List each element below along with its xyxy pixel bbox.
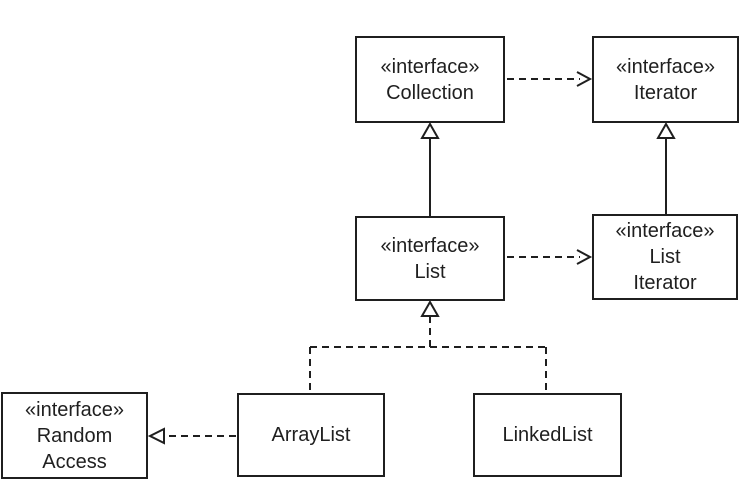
hollow-triangle-icon — [147, 427, 165, 445]
class-box-linkedlist: LinkedList — [473, 393, 622, 477]
class-name-label: ArrayList — [271, 424, 351, 446]
class-name-label: List — [414, 260, 446, 283]
realization-arraylist-to-randomaccess — [147, 427, 236, 445]
stereotype-label: «interface» — [380, 55, 480, 78]
class-name-label: Iterator — [633, 81, 698, 104]
realization-arraylist-linkedlist-to-list — [309, 299, 547, 392]
hollow-triangle-icon — [420, 121, 440, 139]
hollow-triangle-icon — [420, 299, 440, 317]
class-box-listiterator: «interface» List Iterator — [592, 214, 738, 300]
class-name-label: List — [649, 246, 681, 268]
dependency-list-to-listiterator — [507, 249, 593, 265]
class-name-label: Random — [36, 424, 113, 447]
hollow-triangle-icon — [656, 121, 676, 139]
class-box-arraylist: ArrayList — [237, 393, 385, 477]
class-box-collection: «interface» Collection — [355, 36, 505, 123]
class-name-label: Iterator — [633, 272, 697, 294]
open-arrowhead-icon — [576, 249, 593, 265]
stereotype-label: «interface» — [25, 398, 124, 421]
class-name-label: Collection — [386, 81, 474, 104]
class-name-label: Access — [42, 450, 107, 473]
generalization-list-to-collection — [420, 121, 440, 216]
class-box-iterator: «interface» Iterator — [592, 36, 739, 123]
generalization-listiterator-to-iterator — [656, 121, 676, 214]
stereotype-label: «interface» — [616, 55, 715, 78]
open-arrowhead-icon — [576, 71, 593, 87]
class-box-list: «interface» List — [355, 216, 505, 301]
stereotype-label: «interface» — [380, 234, 480, 257]
class-box-randomaccess: «interface» Random Access — [1, 392, 148, 479]
dependency-collection-to-iterator — [507, 71, 593, 87]
class-name-label: LinkedList — [502, 424, 593, 446]
stereotype-label: «interface» — [615, 220, 715, 242]
